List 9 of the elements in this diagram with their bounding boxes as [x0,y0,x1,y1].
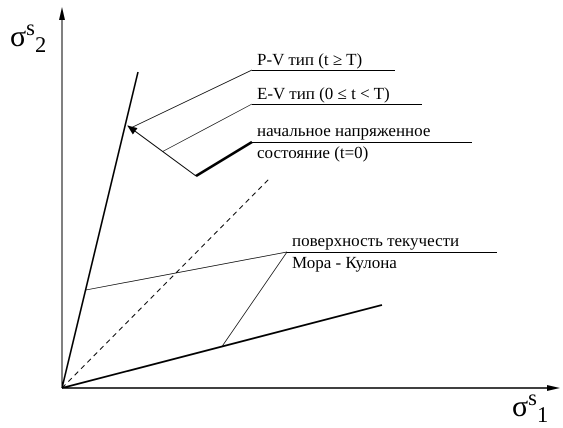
leader-line [130,70,252,128]
leader-line [222,252,288,347]
leader-line [85,252,288,290]
leader-line [162,104,252,152]
annotation-label: поверхность текучести Мора - Кулона [291,230,460,274]
annotation-label: E-V тип (0 ≤ t < T) [256,83,391,105]
annotation-label: P-V тип (t ≥ T) [256,49,364,71]
leader-line [195,140,253,178]
annotation-label: начальное напряженное состояние (t=0) [256,120,432,164]
